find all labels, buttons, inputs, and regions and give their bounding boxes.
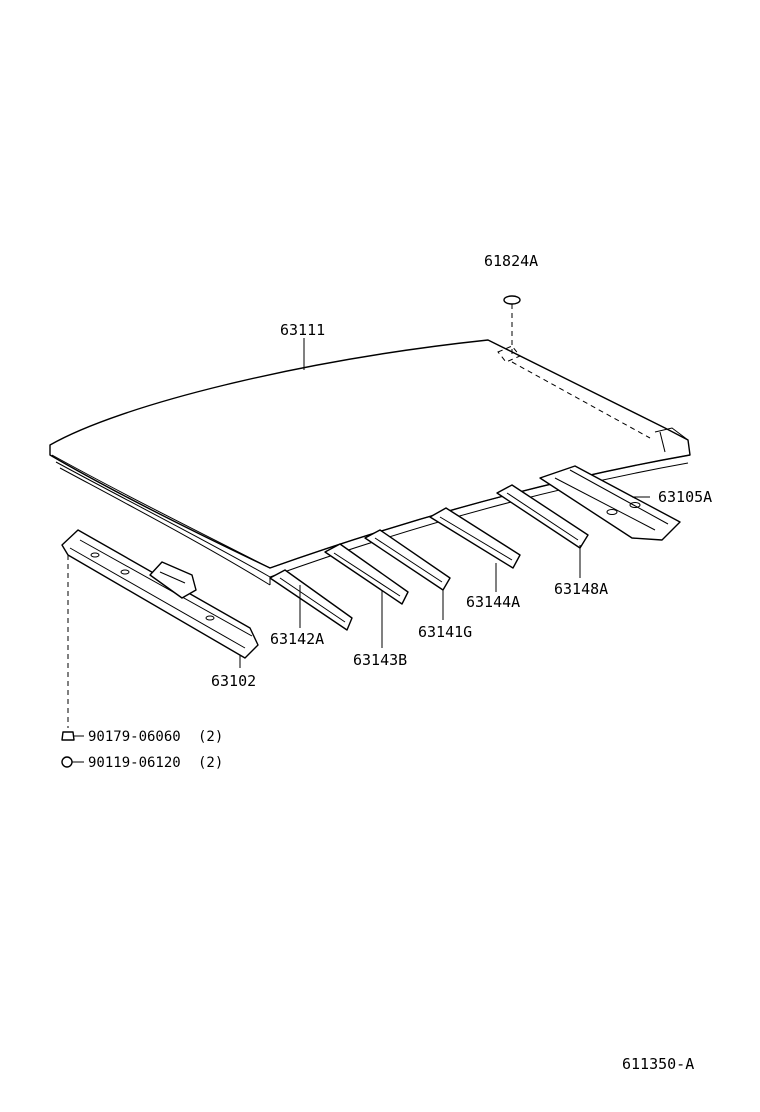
roof-bow-3 — [364, 529, 451, 591]
label-plug: 61824A — [484, 252, 538, 270]
leader-lines — [72, 338, 650, 763]
label-rear-header: 63105A — [658, 488, 712, 506]
label-nut: 90179-06060 — [88, 729, 181, 745]
bolt-icon — [61, 756, 73, 768]
label-nut-qty: (2) — [198, 729, 223, 745]
label-bow-2: 63143B — [353, 651, 407, 669]
drawing-number: 611350-A — [622, 1055, 694, 1073]
label-front-header: 63102 — [211, 672, 256, 690]
label-bolt-qty: (2) — [198, 755, 223, 771]
label-bow-3: 63141G — [418, 623, 472, 641]
label-bow-1: 63142A — [270, 630, 324, 648]
label-roof-panel: 63111 — [280, 321, 325, 339]
label-bow-5: 63148A — [554, 580, 608, 598]
front-header — [61, 529, 259, 728]
roof-panel — [49, 339, 691, 586]
label-bow-4: 63144A — [466, 593, 520, 611]
plug — [497, 295, 651, 439]
rear-header — [539, 465, 681, 541]
label-bolt: 90119-06120 — [88, 755, 181, 771]
nut-icon — [61, 731, 75, 741]
roof-bow-5 — [496, 484, 589, 549]
roof-bow-2 — [324, 543, 409, 605]
roof-bow-4 — [429, 507, 521, 569]
roof-bow-1 — [269, 569, 353, 631]
